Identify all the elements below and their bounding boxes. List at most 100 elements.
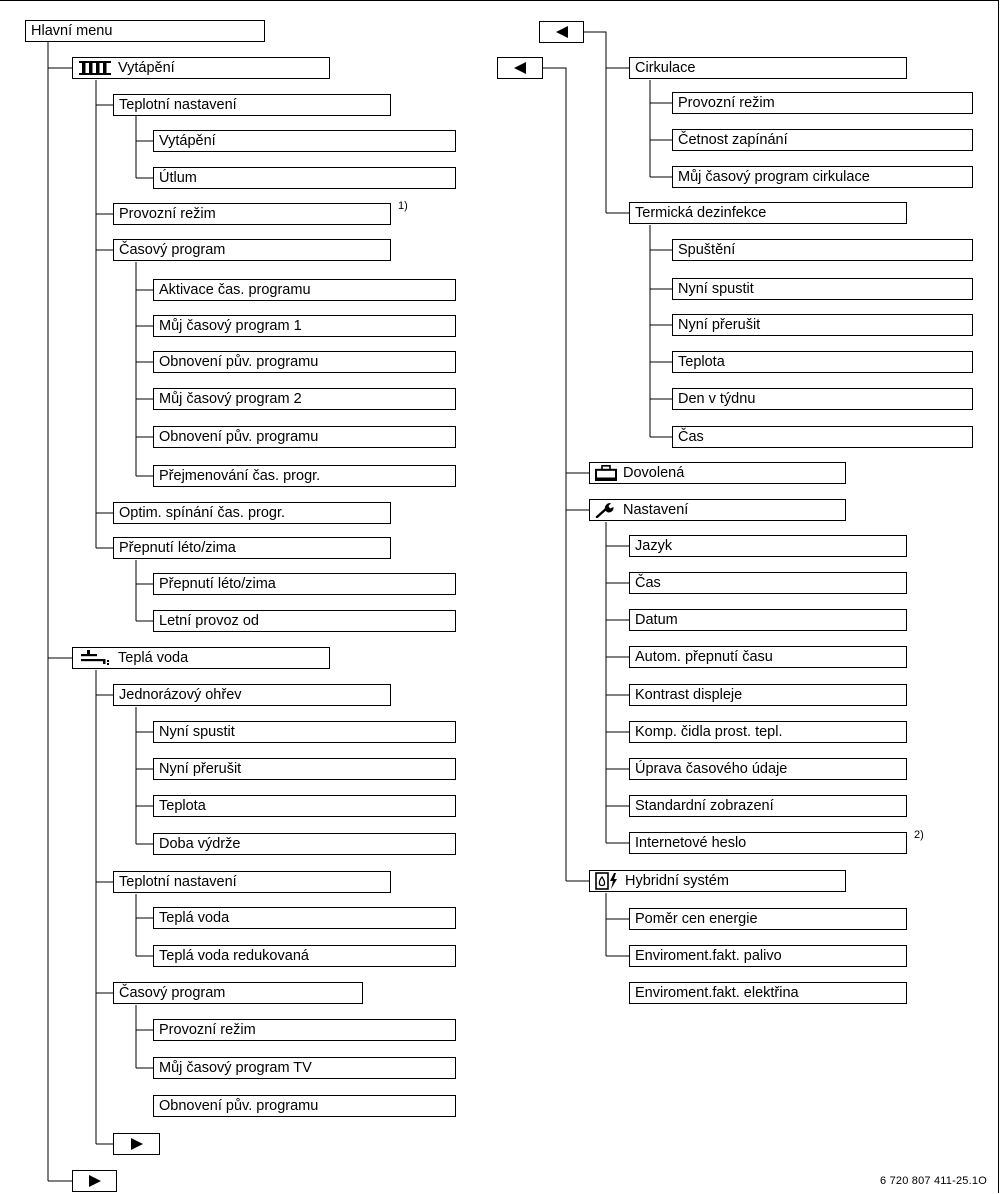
settings-menu-label: Nastavení: [623, 502, 689, 518]
set-time-box[interactable]: Čas: [629, 572, 907, 594]
dis-temperature-box[interactable]: Teplota: [672, 351, 973, 373]
hw-ot-stop-label: Nyní přerušit: [159, 761, 242, 777]
dis-start-now-box[interactable]: Nyní spustit: [672, 278, 973, 300]
set-auto-dst-label: Autom. přepnutí času: [635, 649, 773, 665]
back-button-lower[interactable]: [497, 57, 543, 79]
dis-time-box[interactable]: Čas: [672, 426, 973, 448]
optim-switch-label: Optim. spínání čas. progr.: [119, 505, 286, 521]
heating-temp-settings-label: Teplotní nastavení: [119, 97, 237, 113]
hyb-env-electric-box[interactable]: Enviroment.fakt. elektřina: [629, 982, 907, 1004]
heating-operating-mode-box[interactable]: Provozní režim: [113, 203, 391, 225]
summer-winter-box[interactable]: Přepnutí léto/zima: [113, 537, 391, 559]
heating-operating-mode-label: Provozní režim: [119, 206, 216, 222]
sw-summer-from-box[interactable]: Letní provoz od: [153, 610, 456, 632]
dis-start-label: Spuštění: [678, 242, 736, 258]
set-time-adjust-box[interactable]: Úprava časového údaje: [629, 758, 907, 780]
heating-temp-heating-label: Vytápění: [159, 133, 216, 149]
main-menu-box[interactable]: Hlavní menu: [25, 20, 265, 42]
hw-ot-start-label: Nyní spustit: [159, 724, 235, 740]
hw-ot-stop-box[interactable]: Nyní přerušit: [153, 758, 456, 780]
heating-temp-setback-box[interactable]: Útlum: [153, 167, 456, 189]
hw-one-time-box[interactable]: Jednorázový ohřev: [113, 684, 391, 706]
tp-my1-box[interactable]: Můj časový program 1: [153, 315, 456, 337]
hyb-env-electric-label: Enviroment.fakt. elektřina: [635, 985, 799, 1001]
set-language-label: Jazyk: [635, 538, 673, 554]
disinfection-box[interactable]: Termická dezinfekce: [629, 202, 907, 224]
tp-my2-box[interactable]: Můj časový program 2: [153, 388, 456, 410]
hw-tp-my-box[interactable]: Můj časový program TV: [153, 1057, 456, 1079]
hw-one-time-label: Jednorázový ohřev: [119, 687, 242, 703]
settings-menu-box[interactable]: Nastavení: [589, 499, 846, 521]
tp-rename-box[interactable]: Přejmenování čas. progr.: [153, 465, 456, 487]
dis-start-now-label: Nyní spustit: [678, 281, 754, 297]
holiday-menu-label: Dovolená: [623, 465, 685, 481]
set-auto-dst-box[interactable]: Autom. přepnutí času: [629, 646, 907, 668]
hw-ot-temp-box[interactable]: Teplota: [153, 795, 456, 817]
circ-mode-label: Provozní režim: [678, 95, 775, 111]
sw-switch-label: Přepnutí léto/zima: [159, 576, 276, 592]
hw-ts-reduced-label: Teplá voda redukovaná: [159, 948, 309, 964]
dis-stop-now-box[interactable]: Nyní přerušit: [672, 314, 973, 336]
set-contrast-label: Kontrast displeje: [635, 687, 743, 703]
circulation-box[interactable]: Cirkulace: [629, 57, 907, 79]
hw-ts-hot-water-label: Teplá voda: [159, 910, 230, 926]
hw-ts-reduced-box[interactable]: Teplá voda redukovaná: [153, 945, 456, 967]
hw-ts-hot-water-box[interactable]: Teplá voda: [153, 907, 456, 929]
hw-temp-settings-box[interactable]: Teplotní nastavení: [113, 871, 391, 893]
heating-time-program-label: Časový program: [119, 242, 226, 258]
tp-rename-label: Přejmenování čas. progr.: [159, 468, 321, 484]
tp-restore1-box[interactable]: Obnovení pův. programu: [153, 351, 456, 373]
left-arrow-icon: [514, 62, 526, 74]
set-internet-password-label: Internetové heslo: [635, 835, 747, 851]
hyb-price-ratio-box[interactable]: Poměr cen energie: [629, 908, 907, 930]
hw-ot-duration-box[interactable]: Doba výdrže: [153, 833, 456, 855]
circ-my-program-box[interactable]: Můj časový program cirkulace: [672, 166, 973, 188]
sw-switch-box[interactable]: Přepnutí léto/zima: [153, 573, 456, 595]
optim-switch-box[interactable]: Optim. spínání čas. progr.: [113, 502, 391, 524]
hybrid-menu-box[interactable]: Hybridní systém: [589, 870, 846, 892]
tp-my2-label: Můj časový program 2: [159, 391, 302, 407]
set-sensor-comp-box[interactable]: Komp. čidla prost. tepl.: [629, 721, 907, 743]
main-continue-button[interactable]: [72, 1170, 117, 1192]
set-sensor-comp-label: Komp. čidla prost. tepl.: [635, 724, 783, 740]
set-std-display-box[interactable]: Standardní zobrazení: [629, 795, 907, 817]
set-date-box[interactable]: Datum: [629, 609, 907, 631]
tp-restore2-box[interactable]: Obnovení pův. programu: [153, 426, 456, 448]
hw-tp-mode-box[interactable]: Provozní režim: [153, 1019, 456, 1041]
hyb-env-fuel-box[interactable]: Enviroment.fakt. palivo: [629, 945, 907, 967]
wrench-icon: [595, 502, 617, 518]
circ-frequency-box[interactable]: Četnost zapínání: [672, 129, 973, 151]
hw-continue-button[interactable]: [113, 1133, 160, 1155]
summer-winter-label: Přepnutí léto/zima: [119, 540, 236, 556]
hw-time-program-box[interactable]: Časový program: [113, 982, 363, 1004]
set-language-box[interactable]: Jazyk: [629, 535, 907, 557]
tp-activate-label: Aktivace čas. programu: [159, 282, 311, 298]
hyb-price-ratio-label: Poměr cen energie: [635, 911, 758, 927]
tp-my1-label: Můj časový program 1: [159, 318, 302, 334]
back-button-upper[interactable]: [539, 21, 584, 43]
footnote-marker-1: 1): [398, 200, 408, 212]
circ-mode-box[interactable]: Provozní režim: [672, 92, 973, 114]
heating-temp-heating-box[interactable]: Vytápění: [153, 130, 456, 152]
set-time-adjust-label: Úprava časového údaje: [635, 761, 788, 777]
tp-activate-box[interactable]: Aktivace čas. programu: [153, 279, 456, 301]
hw-tp-mode-label: Provozní režim: [159, 1022, 256, 1038]
heating-temp-settings-box[interactable]: Teplotní nastavení: [113, 94, 391, 116]
hyb-env-fuel-label: Enviroment.fakt. palivo: [635, 948, 782, 964]
dis-weekday-box[interactable]: Den v týdnu: [672, 388, 973, 410]
holiday-menu-box[interactable]: Dovolená: [589, 462, 846, 484]
hw-temp-settings-label: Teplotní nastavení: [119, 874, 237, 890]
hot-water-menu-box[interactable]: Teplá voda: [72, 647, 330, 669]
hw-tp-restore-box[interactable]: Obnovení pův. programu: [153, 1095, 456, 1117]
hw-tp-my-label: Můj časový program TV: [159, 1060, 312, 1076]
heating-time-program-box[interactable]: Časový program: [113, 239, 391, 261]
hybrid-menu-label: Hybridní systém: [625, 873, 729, 889]
set-contrast-box[interactable]: Kontrast displeje: [629, 684, 907, 706]
heating-menu-box[interactable]: Vytápění: [72, 57, 330, 79]
set-internet-password-box[interactable]: Internetové heslo: [629, 832, 907, 854]
dis-start-box[interactable]: Spuštění: [672, 239, 973, 261]
heating-menu-label: Vytápění: [118, 60, 175, 76]
hw-ot-start-box[interactable]: Nyní spustit: [153, 721, 456, 743]
set-time-label: Čas: [635, 575, 661, 591]
